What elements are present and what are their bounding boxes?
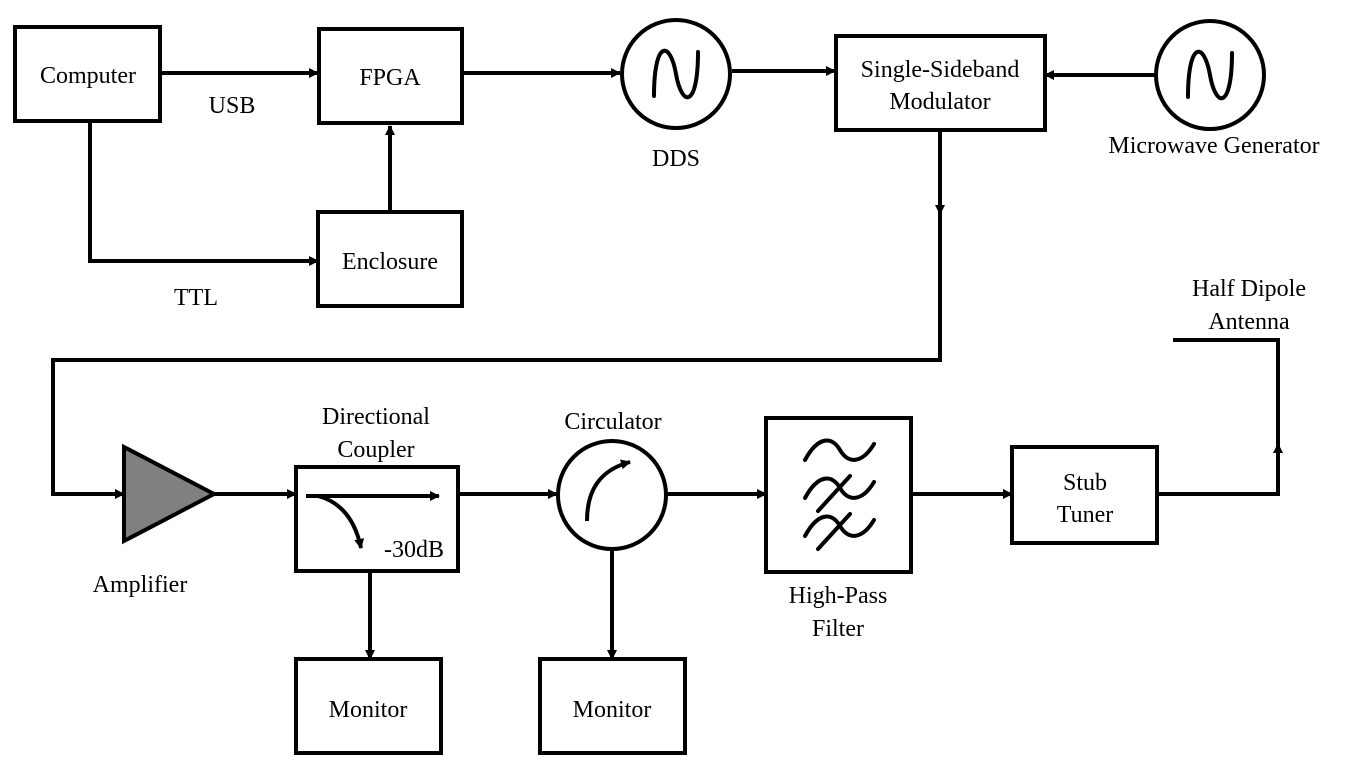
filter-wave-icon [803, 438, 876, 462]
wire-ssb-amplifier [51, 214, 942, 499]
dds-source [620, 18, 732, 130]
coupler-label-line2: Coupler [337, 437, 414, 463]
coupling-label: -30dB [384, 537, 444, 563]
filter-slash-icon [816, 474, 852, 513]
antenna-label-line1: Half Dipole [1192, 276, 1306, 302]
high-pass-filter-block [764, 416, 913, 574]
ssb-modulator-block: Single-Sideband Modulator [834, 34, 1047, 132]
ssb-label-line2: Modulator [889, 89, 990, 115]
enclosure-label: Enclosure [342, 249, 438, 275]
circulator-symbol [556, 439, 668, 551]
ttl-label: TTL [174, 285, 218, 311]
amplifier-symbol [122, 443, 219, 545]
monitor-label: Monitor [329, 697, 408, 723]
microwave-generator-source [1154, 19, 1266, 131]
sine-wave-icon [652, 48, 700, 100]
circulator-label: Circulator [564, 409, 661, 435]
sine-wave-icon [1186, 49, 1234, 101]
circulator-arrow-icon [585, 459, 631, 522]
monitor-block-coupler: Monitor [294, 657, 443, 755]
antenna-element [1173, 338, 1280, 444]
stub-tuner-label-line1: Stub [1063, 470, 1107, 496]
dds-label: DDS [652, 146, 700, 172]
ssb-label-line1: Single-Sideband [861, 57, 1020, 83]
monitor-block-circulator: Monitor [538, 657, 687, 755]
usb-label: USB [209, 93, 256, 119]
coupler-label-line1: Directional [322, 404, 430, 430]
microwave-generator-label: Microwave Generator [1108, 133, 1319, 159]
stub-tuner-block: Stub Tuner [1010, 445, 1159, 545]
filter-label-line2: Filter [812, 616, 864, 642]
enclosure-block: Enclosure [316, 210, 464, 308]
filter-slash-icon [816, 512, 852, 551]
amplifier-label: Amplifier [93, 572, 188, 598]
directional-coupler-block: -30dB [294, 465, 460, 573]
coupled-arrow-icon [317, 494, 365, 549]
filter-label-line1: High-Pass [789, 583, 888, 609]
wire-stubtuner-antenna [1157, 443, 1283, 496]
antenna-label-line2: Antenna [1208, 309, 1290, 335]
connections [51, 66, 1283, 660]
wire-computer-enclosure [88, 122, 319, 266]
computer-block: Computer [13, 25, 162, 123]
monitor-label: Monitor [573, 697, 652, 723]
fpga-label: FPGA [359, 65, 421, 91]
fpga-block: FPGA [317, 27, 464, 125]
stub-tuner-label-line2: Tuner [1057, 502, 1113, 528]
computer-label: Computer [40, 63, 136, 89]
